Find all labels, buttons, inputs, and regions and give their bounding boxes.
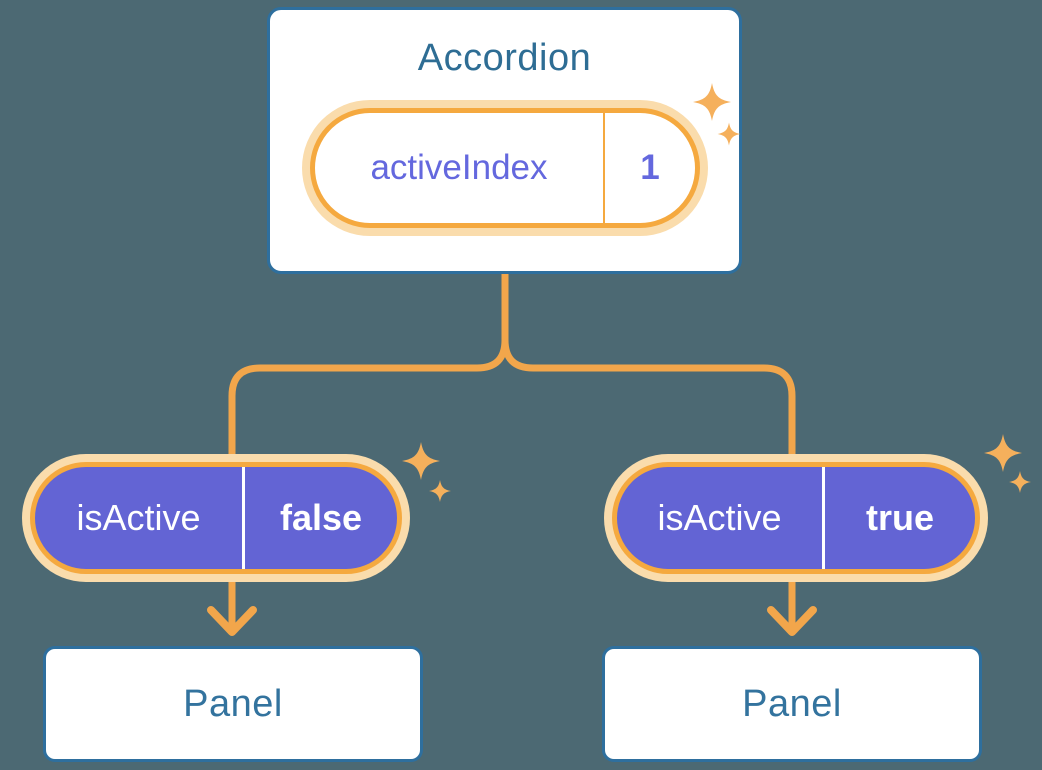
accordion-title: Accordion (417, 37, 592, 79)
sparkle-icon (429, 480, 451, 502)
state-value: 1 (640, 148, 660, 187)
arrowhead-right-icon (767, 606, 817, 636)
panel-card-left: Panel (43, 646, 423, 762)
panel-label: Panel (742, 682, 842, 725)
branch-line-right (501, 270, 796, 633)
branch-line-left (228, 270, 509, 633)
prop-name: isActive (76, 497, 201, 538)
sparkle-icon (984, 434, 1022, 472)
pill-divider (822, 467, 825, 569)
prop-value: true (865, 497, 934, 538)
sparkle-icon (402, 442, 440, 480)
sparkle-icon (1009, 471, 1031, 493)
arrowhead-left-icon (207, 606, 257, 636)
state-pill: activeIndex 1 (310, 108, 700, 228)
prop-pill-isactive-false: isActive false (30, 462, 402, 574)
prop-pill-isactive-true: isActive true (612, 462, 980, 574)
prop-value: false (279, 497, 363, 538)
panel-card-right: Panel (602, 646, 982, 762)
pill-divider (603, 113, 605, 223)
prop-name: isActive (657, 497, 782, 538)
panel-label: Panel (183, 682, 283, 725)
state-name: activeIndex (370, 148, 548, 187)
